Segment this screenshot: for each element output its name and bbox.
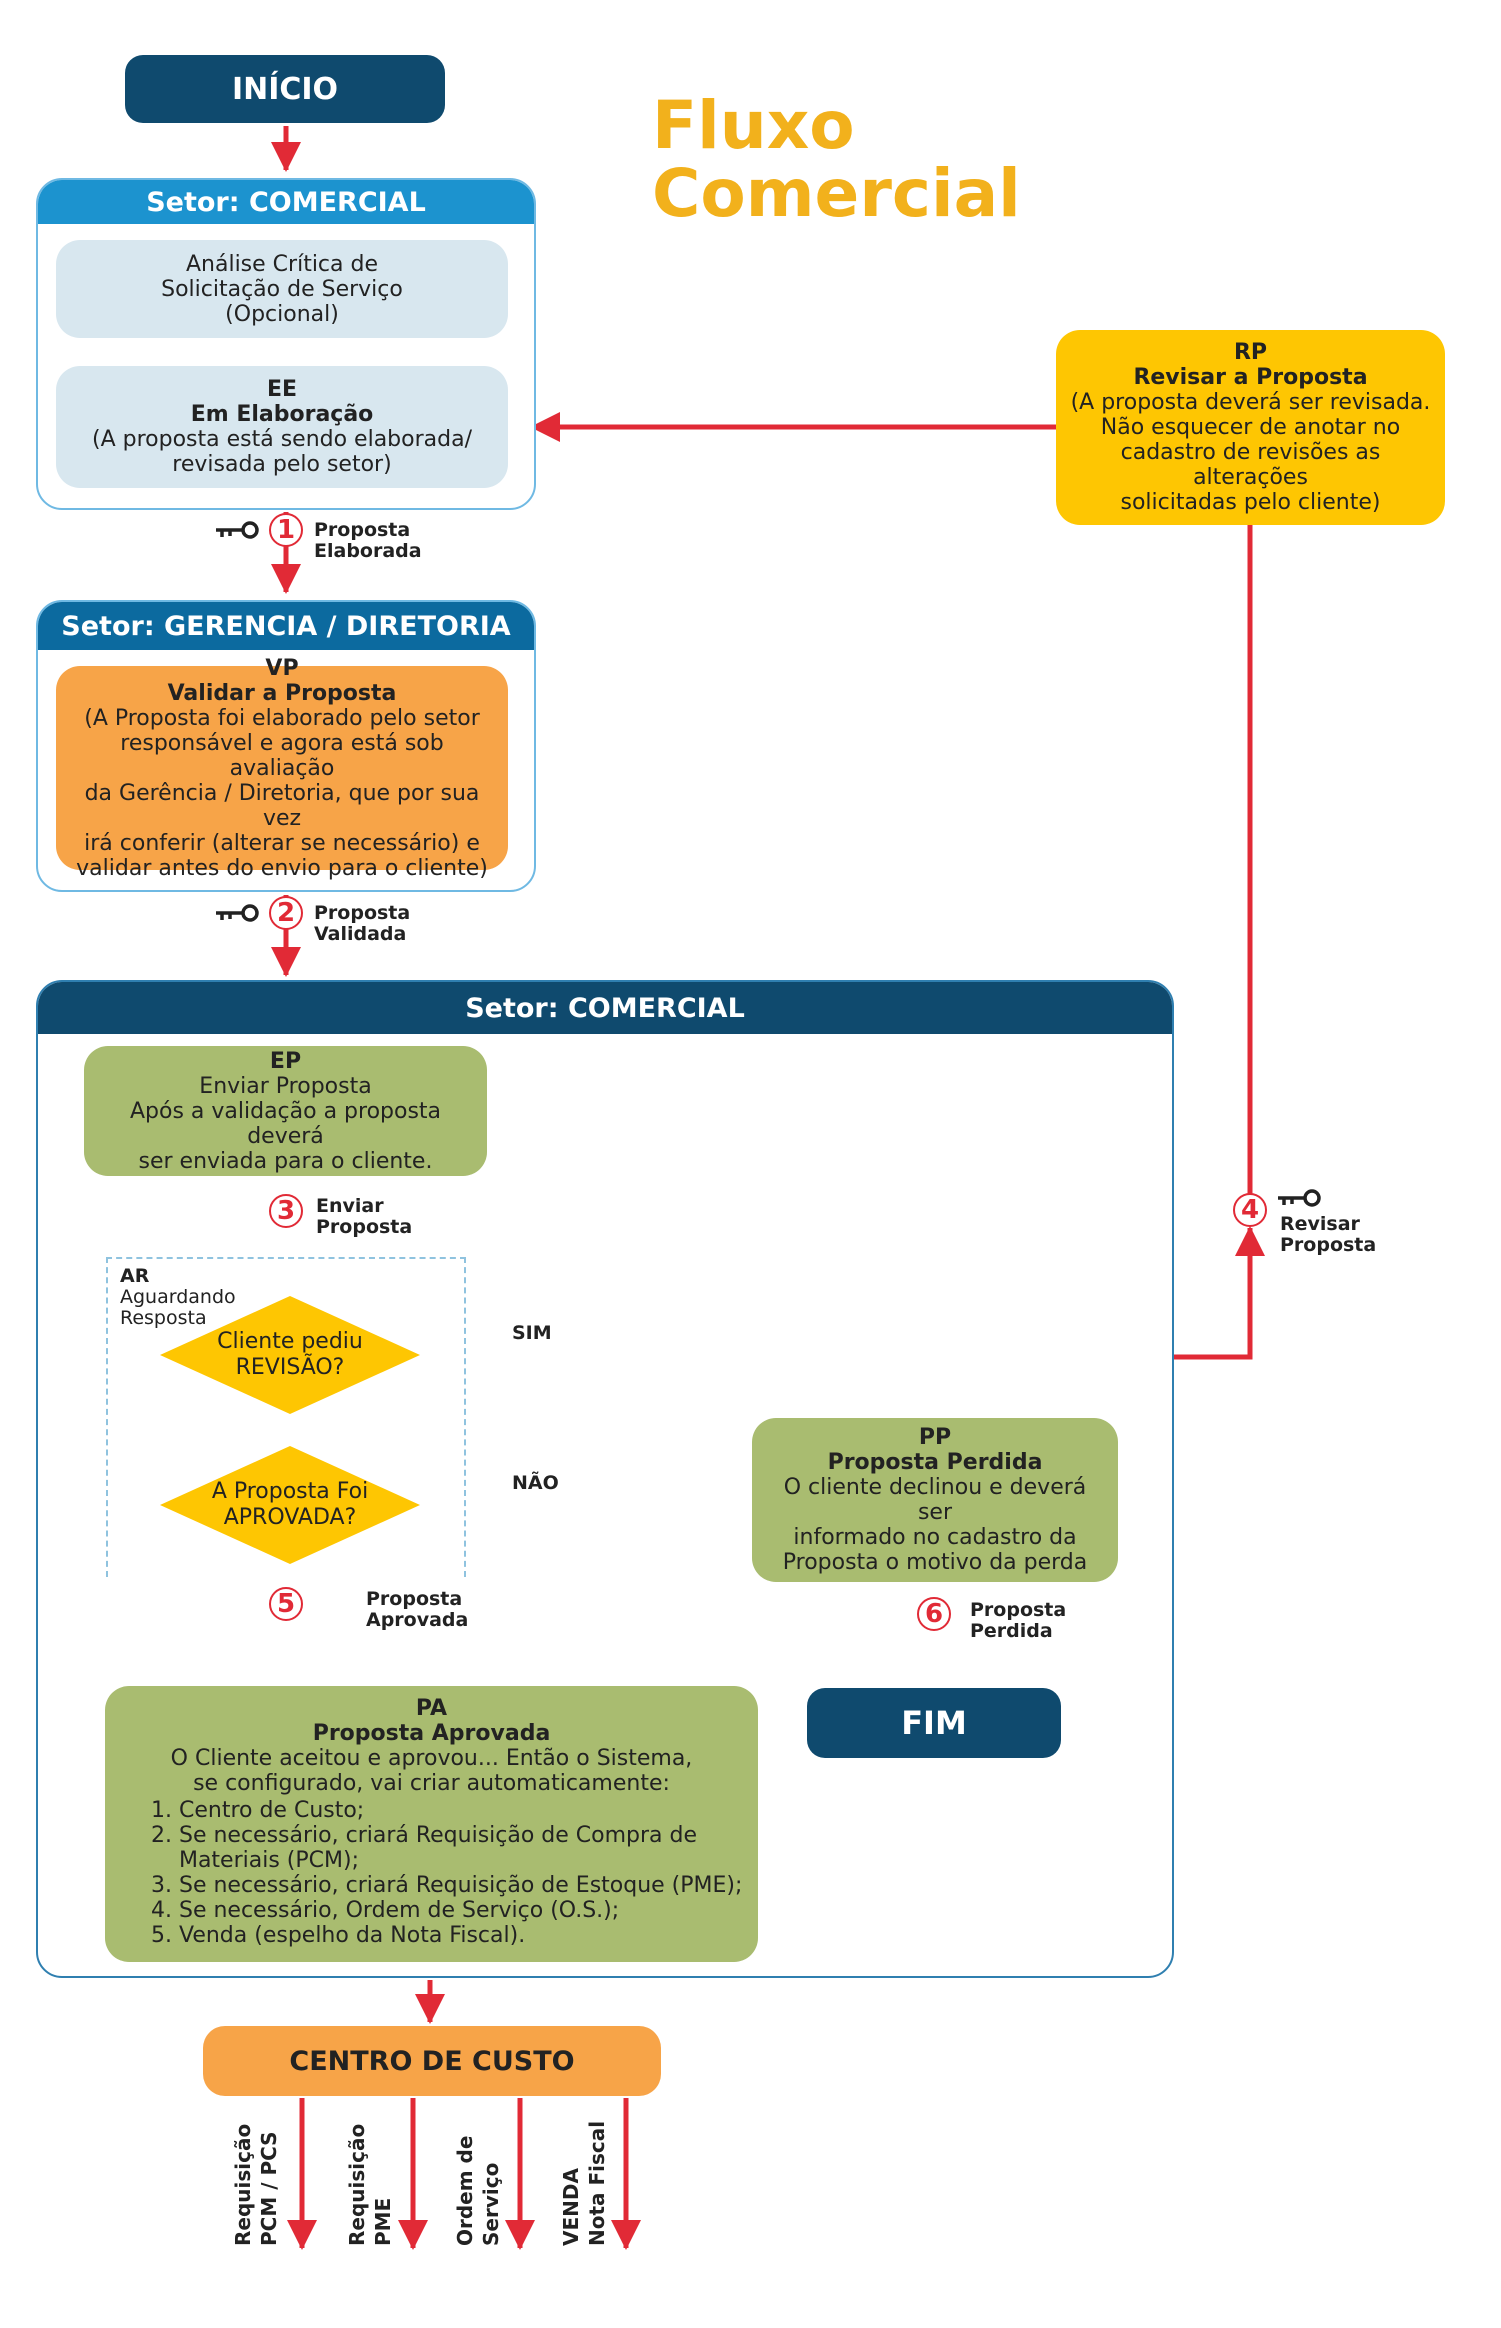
step-number-3: 3: [269, 1194, 303, 1228]
list-item: 2. Se necessário, criará Requisição de C…: [151, 1823, 698, 1848]
list-item: 4. Se necessário, Ordem de Serviço (O.S.…: [151, 1898, 620, 1923]
step-number-5: 5: [269, 1587, 303, 1621]
edge-label-sim: SIM: [512, 1322, 552, 1344]
decision-revisao: Cliente pediu REVISÃO?: [217, 1329, 363, 1380]
decision-aprovada: A Proposta Foi APROVADA?: [211, 1479, 369, 1530]
vp-box: VP Validar a Proposta (A Proposta foi el…: [56, 656, 508, 881]
decision-revisao-shape: [160, 1296, 420, 1414]
step-number-6: 6: [917, 1597, 951, 1631]
pp-box: PP Proposta Perdida O cliente declinou e…: [752, 1418, 1118, 1582]
diagram-title: Fluxo Comercial: [652, 87, 1021, 232]
start-node: INÍCIO: [125, 55, 445, 123]
analise-box: Análise Crítica de Solicitação de Serviç…: [56, 240, 508, 338]
ar-region: [106, 1257, 466, 1577]
sector-title: Setor: COMERCIAL: [38, 180, 534, 224]
pa-list: 1. Centro de Custo; 2. Se necessário, cr…: [119, 1798, 744, 1948]
step-number-1: 1: [269, 513, 303, 547]
end-node: FIM: [807, 1688, 1061, 1758]
edge-label-nao: NÃO: [512, 1472, 559, 1494]
list-item: 3. Se necessário, criará Requisição de E…: [151, 1873, 743, 1898]
pa-box: PA Proposta Aprovada O Cliente aceitou e…: [105, 1686, 758, 1962]
list-item: 5. Venda (espelho da Nota Fiscal).: [151, 1923, 526, 1948]
key-icon: [216, 521, 259, 539]
rp-box: RP Revisar a Proposta (A proposta deverá…: [1056, 330, 1445, 525]
sector-title: Setor: COMERCIAL: [38, 982, 1172, 1034]
centro-de-custo-node: CENTRO DE CUSTO: [203, 2026, 661, 2096]
key-icon: [216, 904, 259, 922]
list-item: 1. Centro de Custo;: [151, 1798, 365, 1823]
ar-label: AR Aguardando Resposta: [120, 1265, 236, 1329]
key-icon: [1278, 1189, 1321, 1207]
decision-aprovada-shape: [160, 1446, 420, 1564]
ee-box: EE Em Elaboração (A proposta está sendo …: [56, 366, 508, 488]
ep-box: EP Enviar Proposta Após a validação a pr…: [84, 1046, 487, 1176]
step-number-4: 4: [1233, 1193, 1267, 1227]
list-item: Materiais (PCM);: [151, 1848, 359, 1873]
step-number-2: 2: [269, 896, 303, 930]
sector-title: Setor: GERENCIA / DIRETORIA: [38, 602, 534, 650]
